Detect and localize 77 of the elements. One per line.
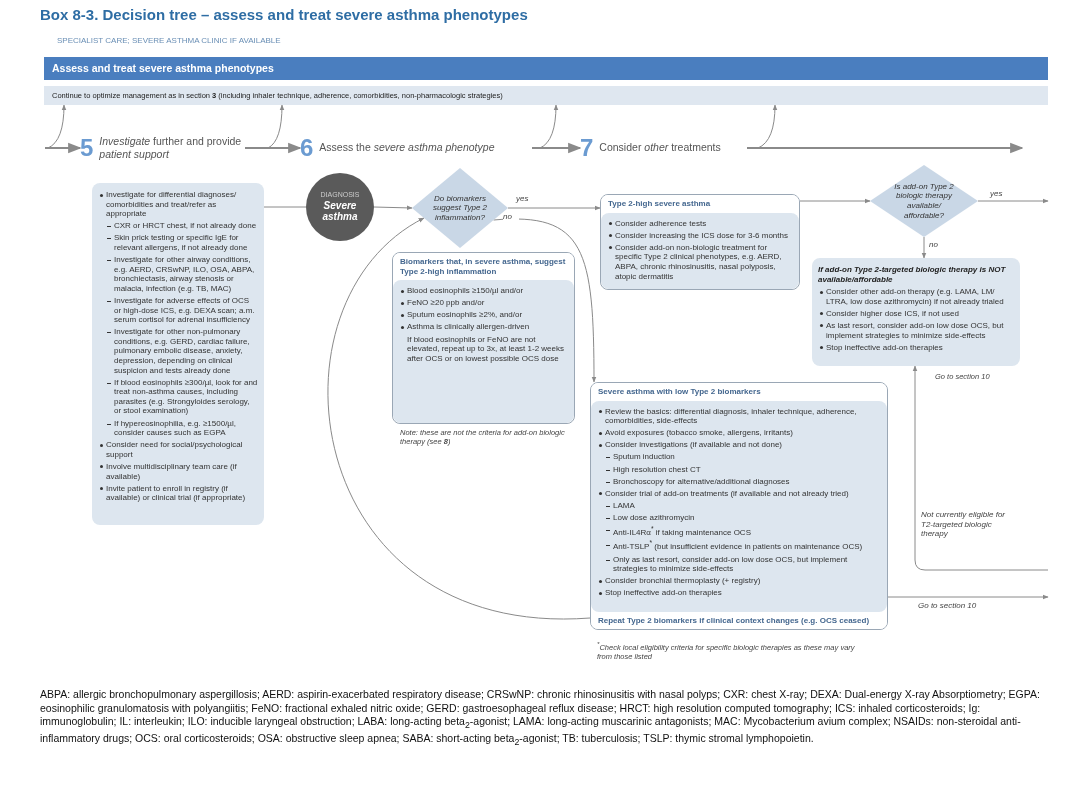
header-note: SPECIALIST CARE; SEVERE ASTHMA CLINIC IF AVAILABLE	[57, 36, 282, 47]
arrow	[532, 142, 582, 154]
arrow	[747, 142, 1024, 154]
arrow	[912, 365, 1049, 571]
bullet-item: Consider trial of add-on treatments (if available and not already tried)	[605, 488, 849, 498]
sub-item: Low dose azithromycin	[613, 512, 695, 522]
sub-item: Anti-TSLP$^{*}$ (but insufficient evidence in patients on maintenance OCS)	[613, 542, 863, 552]
sub-item: Investigate for other airway conditions, e.g. AERD, CRSwNP, ILO, OSA, ABPA, bronchiectasis, airway stenosis or malacia, infection (e.g. TB, MAC)	[114, 255, 255, 293]
arrow	[373, 205, 413, 211]
sub-item: Sputum induction	[613, 452, 675, 462]
arrow	[887, 594, 1049, 600]
sub-item: LAMA	[613, 500, 635, 510]
bullet-item: Consider investigations (if available and not done)	[605, 440, 782, 450]
bullet-item: Asthma is clinically allergen-driven	[407, 322, 530, 332]
circle-title: Severe asthma	[321, 199, 359, 223]
arrow	[45, 142, 82, 154]
bullet-item: FeNO ≥20 ppb and/or	[407, 298, 485, 308]
step-number: 7	[580, 134, 594, 162]
info-box	[812, 258, 1020, 366]
arrow	[493, 218, 597, 383]
bullet-item: Stop ineffective add-on therapies	[826, 342, 943, 352]
bullet-item: Investigate for differential diagnoses/ comorbidities and treat/refer as appropriate	[106, 190, 237, 219]
bullet-item: Consider increasing the ICS dose for 3-6 months	[615, 230, 788, 240]
bullet-item: Consider adherence tests	[615, 218, 707, 228]
info-box	[392, 252, 575, 424]
arrow	[507, 205, 601, 211]
sub-item: High resolution chest CT	[613, 464, 701, 474]
arrow	[977, 198, 1049, 204]
box-heading: If add-on Type 2-targeted biologic therapy is NOT available/affordable	[818, 265, 1006, 284]
step-title: Assess the severe asthma phenotype	[319, 141, 495, 155]
abbreviation-list: ABPA: allergic bronchopulmonary aspergillosis; AERD: aspirin-exacerbated respiratory disease; CRSwNP: chronic rhinosinusitis with nasal polyps; CXR: chest X-ray; DEXA: Dual-energy X-ray Absorptiometry; EGPA: eosinophilic granulomatosis with polyangiitis; FeNO: fractional exhaled nitric oxide; GERD: gastroesophageal reflux disease; HRCT: high resolution computed tomography; ICS: inhaled corticosteroids; Ig: immunoglobulin; IL: interleukin; ILO: inducible laryngeal obstruction; LABA: long-acting beta$_{2}$-agonist; LAMA: long-acting muscarinic antagonists; MAC: Mycobacterium avium complex; NSAIDs: non-steroidal anti-inflammatory drugs; OCS: oral corticosteroids; OSA: obstructive sleep apnea; SABA: short-acting beta$_{2}$-agonist; TB: tuberculosis; TSLP: thymic stromal lymphopoietin.	[40, 688, 1050, 749]
sub-item: Anti-IL4Rα$^{*}$ if taking maintenance OCS	[613, 527, 751, 537]
arrow	[539, 104, 559, 149]
sub-item: Skin prick testing or specific IgE for relevant allergens, if not already done	[114, 233, 248, 252]
bullet-item: Consider bronchial thermoplasty (+ registry)	[605, 576, 761, 586]
edge-label: no	[503, 212, 519, 222]
bullet-item: Sputum eosinophils ≥2%, and/or	[407, 310, 523, 320]
bullet-item: Blood eosinophils ≥150/µl and/or	[407, 286, 524, 296]
bullet-item: Involve multidisciplinary team care (if available)	[106, 461, 237, 481]
bullet-item: Consider higher dose ICS, if not used	[826, 308, 959, 318]
sub-item: Investigate for other non-pulmonary conditions, e.g. GERD, cardiac failure, pulmonary embolic disease, anxiety, depression, depending on clinical suspicion and tests already done	[114, 327, 250, 375]
bullet-item: Stop ineffective add-on therapies	[605, 588, 722, 598]
bullet-item: Consider other add-on therapy (e.g. LAMA, LM/ LTRA, low dose azithromycin) if not already trialed	[826, 287, 1004, 306]
note-text: If blood eosinophils or FeNO are not elevated, repeat up to 3x, at least 1-2 weeks after OCS or on lowest possible OCS dose	[407, 334, 564, 363]
sub-item: If blood eosinophils ≥300/µl, look for and treat non-asthma causes, including parasites (e.g. Strongyloides serology, or stool examination)	[114, 377, 258, 416]
arrow	[921, 236, 927, 259]
bullet-item: Consider need for social/psychological support	[106, 440, 243, 459]
bullet-item: Invite patient to enroll in registry (if available) or clinical trial (if appropriate)	[106, 483, 246, 503]
step-title: Consider other treatments	[599, 141, 721, 155]
info-box	[600, 194, 800, 290]
step-number: 5	[80, 134, 94, 162]
bullet-item: As last resort, consider add-on low dose OCS, but implement strategies to minimize side-effects	[826, 320, 1004, 340]
sub-item: If hypereosinophilia, e.g. ≥1500/µl, consider causes such as EGPA	[114, 418, 236, 438]
info-box	[590, 382, 888, 630]
arrow	[267, 104, 285, 149]
decision-text: Do biomarkers suggest Type 2 inflammation?	[431, 193, 489, 223]
arrow	[799, 198, 871, 204]
edge-label: Not currently eligible for T2-targeted biologic therapy	[921, 510, 1007, 539]
bullet-item: Review the basics: differential diagnosis, inhaler technique, adherence, comorbidities, side-effects	[605, 406, 857, 426]
arrow	[245, 142, 302, 154]
step-title: Investigate further and provide patient support	[99, 134, 243, 162]
sub-item: Investigate for adverse effects of OCS or high-dose ICS, e.g. DEXA scan; a.m. serum cortisol for adrenal insufficiency	[114, 295, 255, 325]
arrow	[47, 104, 67, 149]
connector-line	[263, 206, 307, 208]
step-number: 6	[300, 134, 314, 162]
sub-item: Only as last resort, consider add-on low dose OCS, but implement strategies to minimize side-effects	[613, 554, 848, 574]
sub-item: Bronchoscopy for alternative/additional diagnoses	[613, 476, 790, 486]
info-box	[92, 183, 264, 525]
decision-diamond	[870, 165, 978, 237]
arrow	[328, 217, 591, 619]
bullet-item: Avoid exposures (tobacco smoke, allergens, irritants)	[605, 428, 793, 438]
sub-item: CXR or HRCT chest, if not already done	[114, 221, 257, 231]
bullet-item: Consider add-on non-biologic treatment for specific Type 2 clinical phenotypes, e.g. AERD, ABPA, chronic rhinosinusitis, nasal polyposis, atopic dermatitis	[615, 242, 782, 281]
decision-text: Is add-on Type 2 biologic therapy available/ affordable?	[893, 181, 955, 221]
section-banner: Assess and treat severe asthma phenotypes	[44, 57, 1048, 80]
diagram-title: Box 8-3. Decision tree – assess and treat severe asthma phenotypes	[40, 6, 529, 23]
arrow	[757, 104, 778, 149]
